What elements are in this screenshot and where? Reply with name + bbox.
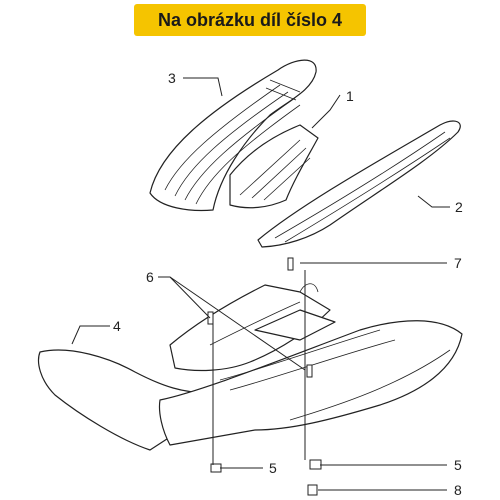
clip-5-left xyxy=(210,463,222,473)
clip-5-right xyxy=(309,459,322,470)
part-4-floor-panel xyxy=(37,283,463,451)
leader-lines xyxy=(71,77,450,491)
callout-5-right: 5 xyxy=(454,457,462,473)
callout-8: 8 xyxy=(454,482,462,498)
screw-6-right xyxy=(306,364,313,378)
title-banner: Na obrázku díl číslo 4 xyxy=(134,4,366,36)
callout-2: 2 xyxy=(455,199,463,215)
bolt-8 xyxy=(307,484,318,496)
part-2-side-rail xyxy=(257,120,461,248)
part-1-center-mat xyxy=(229,124,319,209)
callout-1: 1 xyxy=(346,88,354,104)
part-3-footboard-mat xyxy=(149,59,317,212)
callout-7: 7 xyxy=(454,255,462,271)
callout-5-left: 5 xyxy=(269,460,277,476)
callout-6: 6 xyxy=(146,269,154,285)
screw-6-left xyxy=(207,311,214,325)
screw-7 xyxy=(287,257,294,271)
callout-4: 4 xyxy=(113,318,121,334)
hardware xyxy=(207,257,322,496)
callout-3: 3 xyxy=(168,70,176,86)
